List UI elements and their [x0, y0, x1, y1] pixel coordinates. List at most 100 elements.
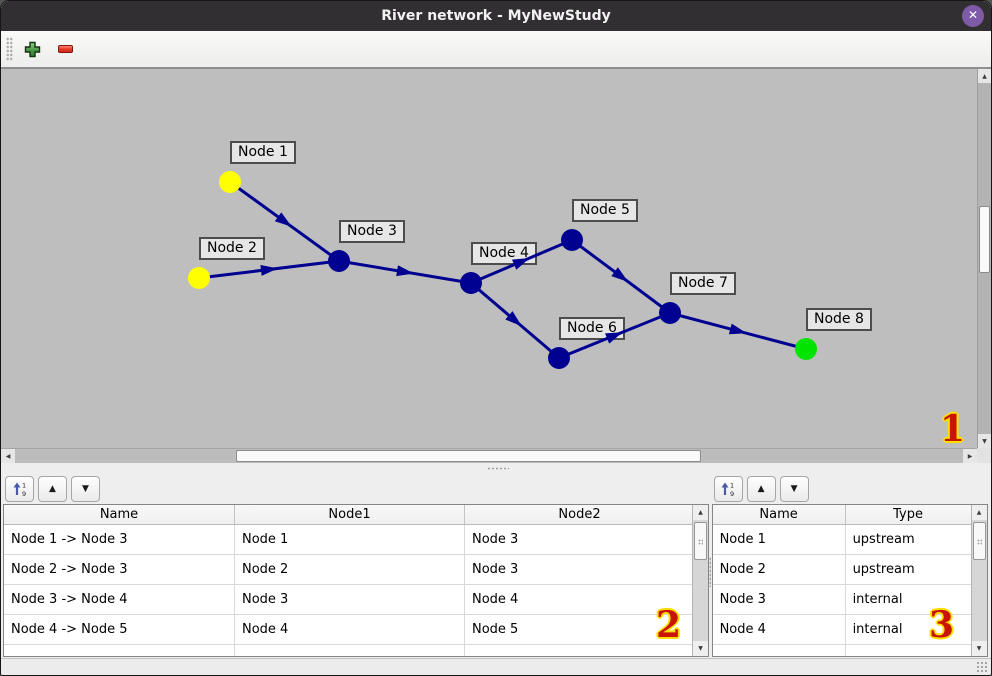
table-row[interactable]: Node 3 internal [712, 585, 971, 615]
nodes-table-scrollbar[interactable]: ▲ ▼ [970, 505, 987, 656]
graph-node[interactable] [188, 267, 210, 289]
table-cell[interactable]: Node 4 [472, 592, 519, 607]
table-cell[interactable]: upstream [852, 532, 915, 547]
resize-grip[interactable] [976, 661, 988, 672]
close-button[interactable]: ✕ [962, 5, 984, 27]
graph-node[interactable] [795, 338, 817, 360]
table-cell[interactable]: Node 2 -> Node 3 [4, 555, 235, 584]
scroll-left-icon[interactable]: ◀ [1, 449, 15, 463]
table-row[interactable] [712, 645, 971, 656]
scroll-up-icon[interactable]: ▲ [971, 505, 987, 520]
nodes-toolbar: 1 9 ▲ ▼ [710, 473, 991, 503]
table-cell[interactable]: Node 2 [713, 555, 846, 584]
column-header[interactable]: Name [713, 505, 846, 524]
scroll-right-icon[interactable]: ▶ [963, 449, 977, 463]
table-cell[interactable]: Node 4 [235, 615, 465, 644]
node-label: Node 4 [471, 242, 537, 265]
edge-arrow-icon [728, 323, 747, 335]
table-cell[interactable]: Node 5 [472, 622, 519, 637]
minus-icon [57, 45, 73, 53]
links-table-scrollbar[interactable]: ▲ ▼ [692, 505, 708, 656]
scroll-up-icon[interactable]: ▲ [978, 69, 991, 83]
table-cell[interactable]: Node 3 [472, 532, 519, 547]
move-up-button[interactable]: ▲ [746, 476, 776, 502]
table-cell[interactable]: Node 4 [713, 615, 846, 644]
horizontal-splitter[interactable] [1, 463, 991, 473]
table-cell[interactable]: Node 3 -> Node 4 [4, 585, 235, 614]
horizontal-scroll-handle[interactable] [236, 450, 701, 462]
table-cell[interactable]: internal [852, 592, 903, 607]
scroll-down-icon[interactable]: ▼ [978, 434, 991, 448]
down-arrow-icon: ▼ [82, 484, 89, 494]
toolbar-drag-handle[interactable] [6, 37, 13, 61]
graph-node[interactable] [659, 302, 681, 324]
graph-node[interactable] [328, 250, 350, 272]
annotation-2: 2 [656, 604, 682, 646]
links-toolbar: 1 9 ▲ ▼ [1, 473, 710, 503]
down-arrow-icon: ▼ [790, 484, 798, 494]
table-cell[interactable] [465, 645, 692, 656]
column-header[interactable]: Node2 [558, 507, 601, 522]
sort-button[interactable]: 1 9 [713, 476, 743, 502]
canvas-horizontal-scrollbar[interactable]: ◀ ▶ [1, 448, 977, 463]
move-up-button[interactable]: ▲ [38, 476, 67, 502]
table-cell[interactable]: internal [852, 622, 903, 637]
graph-node[interactable] [460, 272, 482, 294]
table-cell[interactable] [4, 645, 235, 656]
vertical-scroll-handle[interactable] [979, 206, 990, 273]
svg-text:1: 1 [22, 482, 26, 490]
table-cell[interactable]: Node 1 [235, 525, 465, 554]
table-row[interactable]: Node 4 internal [712, 615, 971, 645]
graph-node[interactable] [561, 229, 583, 251]
sort-button[interactable]: 1 9 [5, 476, 34, 502]
graph-node[interactable] [219, 171, 241, 193]
table-row[interactable]: Node 2 upstream [712, 555, 971, 585]
table-cell[interactable]: Node 1 -> Node 3 [4, 525, 235, 554]
table-cell[interactable]: upstream [852, 562, 915, 577]
add-button[interactable] [20, 37, 44, 61]
splitter-grip-icon [487, 467, 509, 470]
table-cell[interactable] [713, 645, 846, 656]
sort-ascending-icon: 1 9 [13, 482, 26, 497]
titlebar[interactable]: River network - MyNewStudy ✕ [1, 1, 991, 31]
edge-arrow-icon [605, 332, 623, 344]
vertical-splitter-grip[interactable] [709, 557, 714, 587]
move-down-button[interactable]: ▼ [71, 476, 100, 502]
table-cell[interactable]: Node 3 [472, 562, 519, 577]
node-label: Node 3 [339, 220, 405, 243]
table-scroll-handle[interactable] [694, 522, 707, 560]
node-label: Node 7 [670, 272, 736, 295]
table-cell[interactable]: Node 2 [235, 555, 465, 584]
graph-node[interactable] [548, 347, 570, 369]
scroll-up-icon[interactable]: ▲ [693, 505, 708, 520]
table-row[interactable]: Node 1 upstream [712, 525, 971, 555]
table-cell[interactable] [235, 645, 465, 656]
table-cell[interactable]: Node 1 [713, 525, 846, 554]
remove-button[interactable] [53, 37, 77, 61]
table-cell[interactable] [846, 645, 971, 656]
move-down-button[interactable]: ▼ [779, 476, 809, 502]
canvas-vertical-scrollbar[interactable]: ▲ ▼ [977, 69, 991, 448]
scroll-down-icon[interactable]: ▼ [971, 641, 987, 656]
nodes-table-header: Name Type [712, 505, 971, 525]
column-header[interactable]: Node1 [235, 505, 465, 524]
table-row[interactable] [4, 645, 692, 656]
column-header[interactable]: Type [893, 507, 923, 522]
annotation-1: 1 [940, 408, 966, 450]
edge-arrow-icon [611, 267, 629, 282]
scroll-down-icon[interactable]: ▼ [693, 641, 708, 656]
column-header[interactable]: Name [4, 505, 235, 524]
edge-arrow-icon [274, 212, 292, 227]
table-cell[interactable]: Node 3 [235, 585, 465, 614]
table-cell[interactable]: Node 3 [713, 585, 846, 614]
table-scroll-handle[interactable] [972, 522, 986, 560]
table-cell[interactable]: Node 4 -> Node 5 [4, 615, 235, 644]
